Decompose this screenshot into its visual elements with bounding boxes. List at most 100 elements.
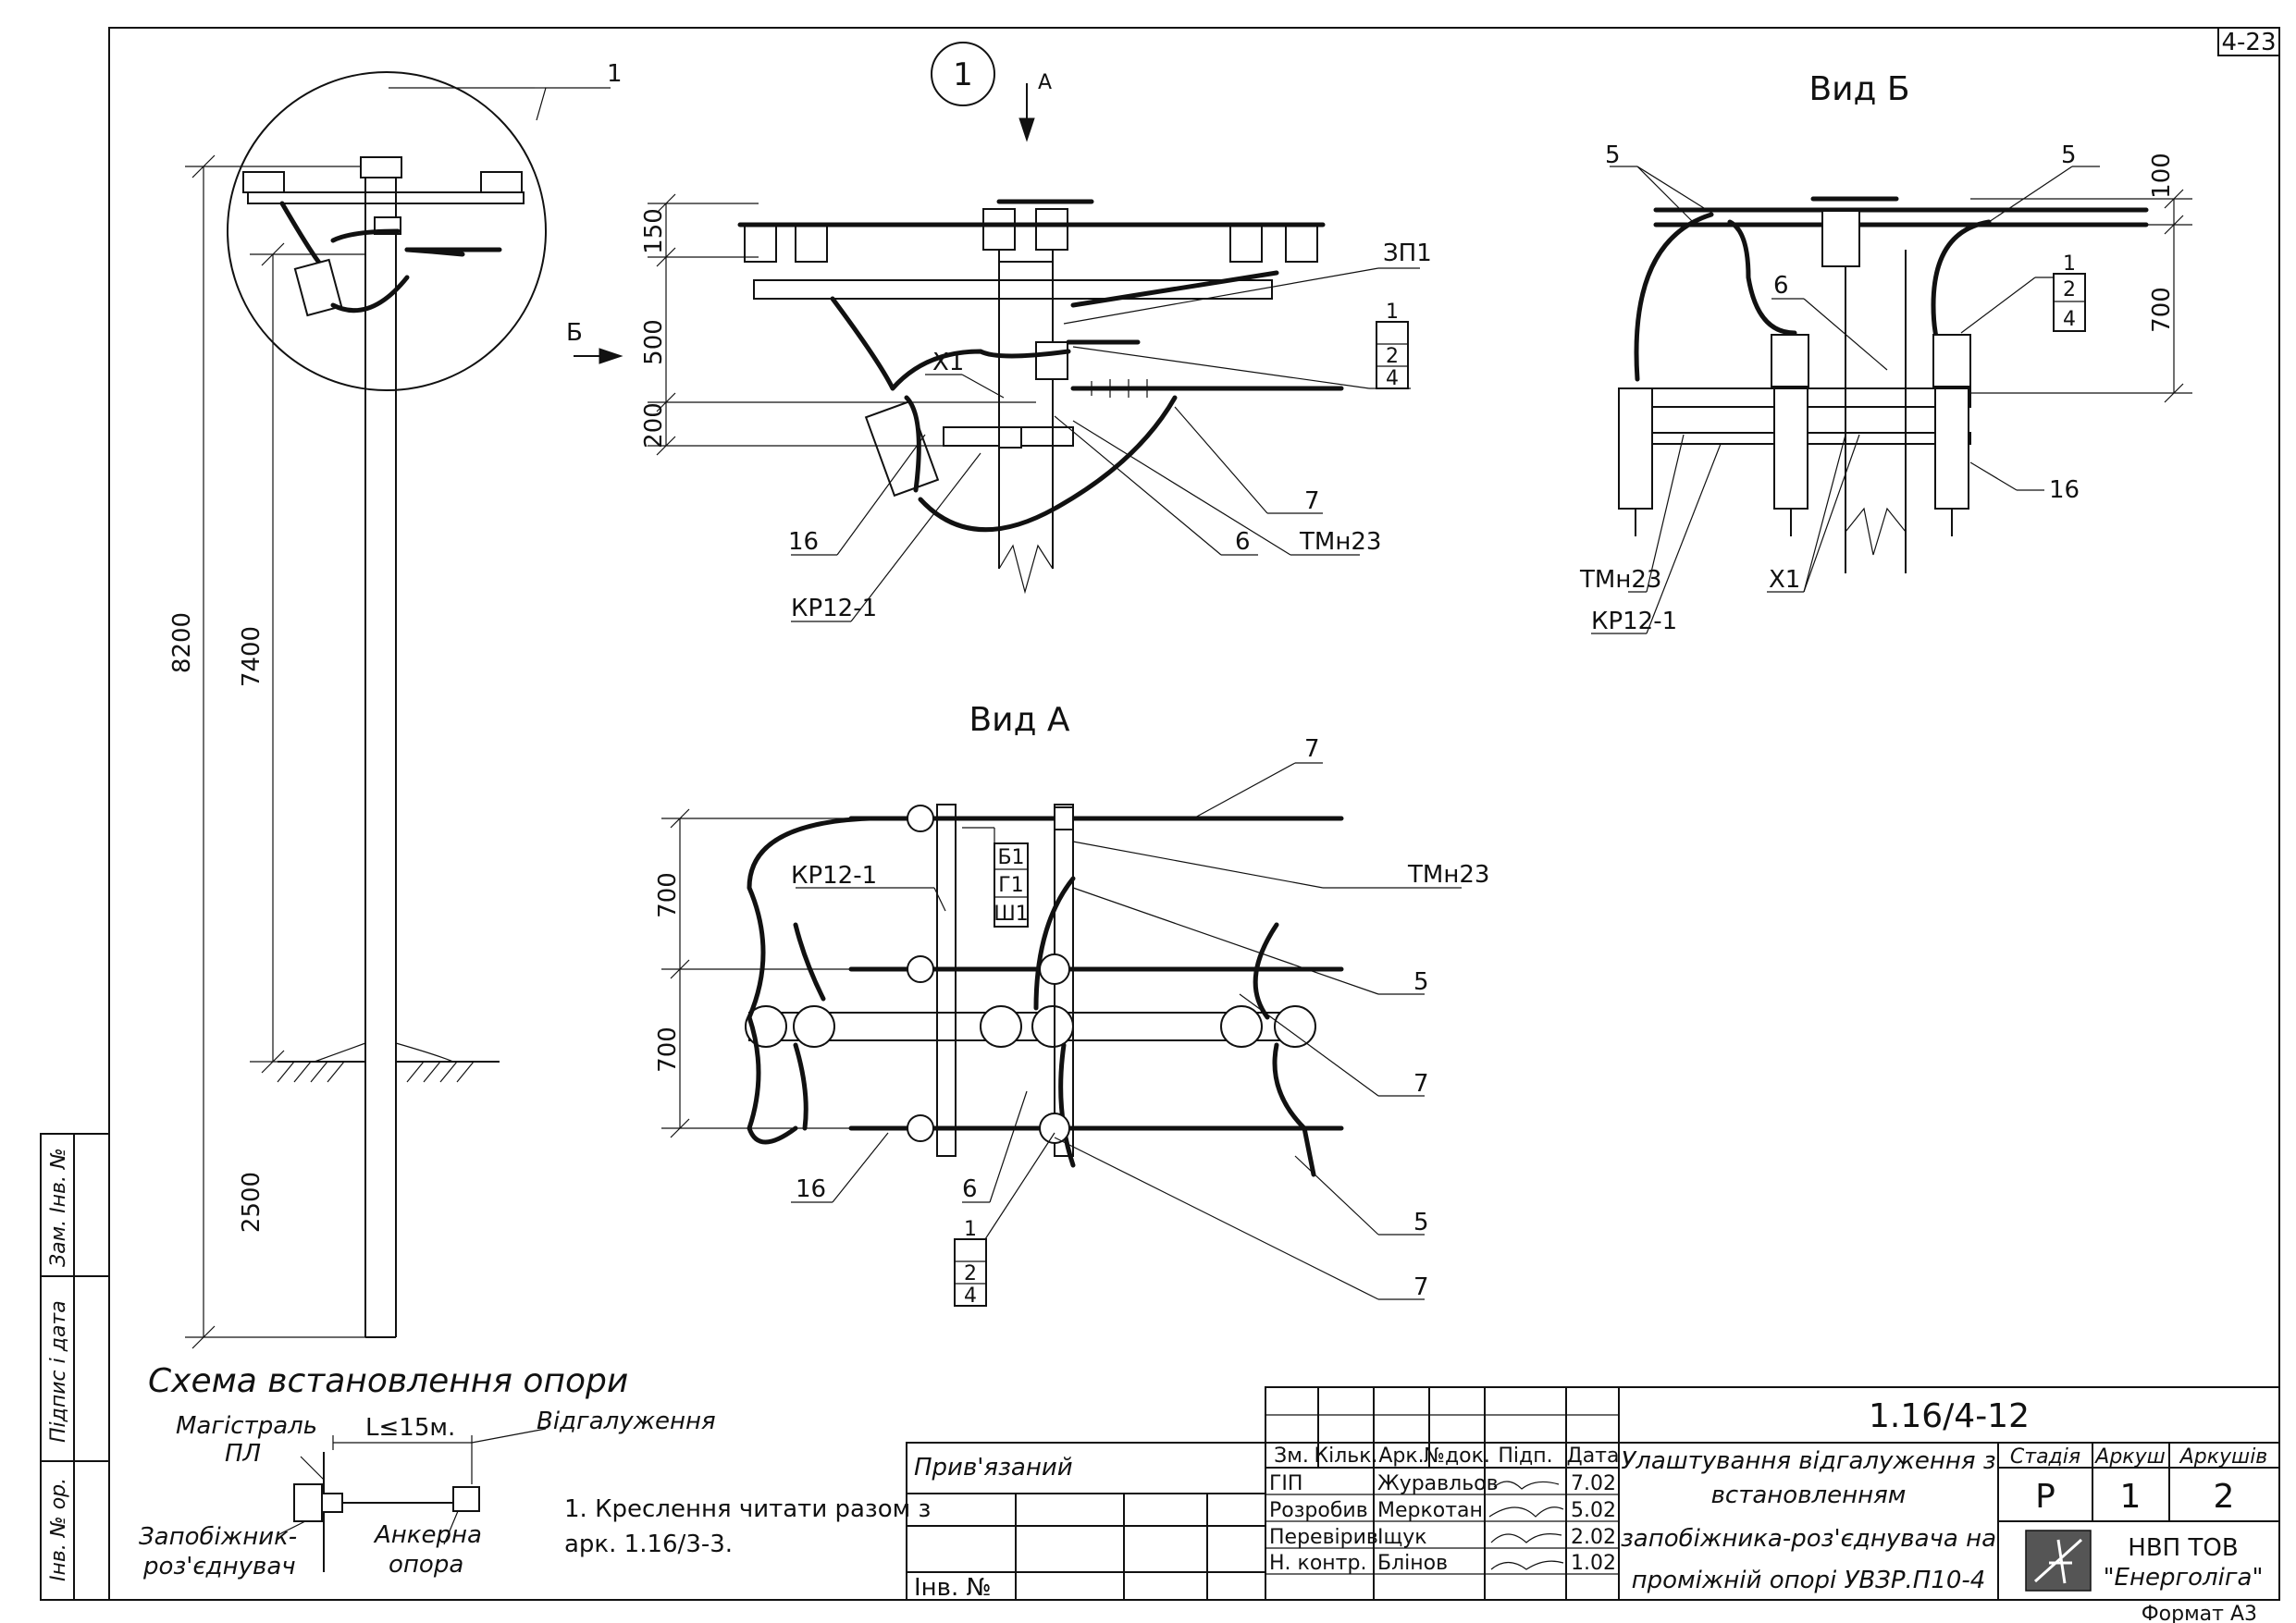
tb-title-4: проміжній опорі УВЗР.П10-4: [1632, 1567, 1986, 1594]
view-a-stack-g1: Г1: [998, 874, 1023, 897]
view-b-16: 16: [2049, 476, 2080, 504]
arrow-a-label: А: [1038, 71, 1052, 94]
pole-top-circle: [227, 71, 547, 391]
detail-circle-1: [931, 42, 995, 106]
fuse-disconnector: [864, 400, 940, 498]
tb-pryviazanyi: Прив'язаний: [914, 1454, 1073, 1482]
dim-8200: 8200: [168, 612, 196, 673]
dim-150: 150: [640, 208, 668, 254]
company-logo-icon: [2025, 1530, 2092, 1592]
tb-date-1: 5.02: [1571, 1499, 1616, 1522]
tb-org1: НВП ТОВ: [2128, 1534, 2238, 1562]
view-a-5a: 5: [1413, 968, 1429, 996]
view-a-stack2-4: 4: [964, 1285, 977, 1308]
view-a-7c: 7: [1413, 1273, 1429, 1301]
corner-code: 4-23: [2221, 29, 2276, 56]
label-kr12: КР12-1: [791, 595, 877, 622]
view-a-kr: КР12-1: [791, 862, 877, 890]
view-b-fuse-mid: [1773, 387, 1808, 510]
view-b-stack-4: 4: [2063, 308, 2076, 331]
arrow-b-label: Б: [566, 319, 583, 347]
tb-date-2: 2.02: [1571, 1526, 1616, 1549]
tb-name-2: Іщук: [1377, 1526, 1427, 1549]
view-b-title: Вид Б: [1808, 70, 1909, 108]
callout-1-pole: 1: [607, 60, 623, 88]
label-7: 7: [1304, 487, 1320, 515]
side-pidpys: Підпис і дата: [47, 1300, 70, 1443]
dim-100: 100: [2148, 153, 2176, 199]
tb-stage: Р: [2035, 1478, 2055, 1516]
tb-name-0: Журавльов: [1377, 1472, 1499, 1495]
view-a-clamps: [907, 805, 1074, 1144]
scheme-distance: L≤15м.: [365, 1414, 455, 1442]
stack-1: 1: [1386, 301, 1399, 324]
tb-sheet: 1: [2120, 1478, 2142, 1516]
view-a-stack-b1: Б1: [997, 846, 1024, 869]
tb-inv-no: Інв. №: [914, 1574, 992, 1602]
dim-700-a1: 700: [654, 872, 682, 918]
view-b-stack-1: 1: [2063, 252, 2076, 276]
main-detail: 1 А Б: [566, 42, 1432, 622]
tb-role-2: Перевірив: [1269, 1526, 1378, 1549]
view-b-x1: Х1: [1769, 566, 1800, 594]
side-stamp: Зам. Інв. № Підпис і дата Інв. № ор.: [40, 1133, 110, 1601]
tb-role-3: Н. контр.: [1269, 1552, 1366, 1575]
tb-name-1: Меркотан: [1377, 1499, 1483, 1522]
tb-col-zm: Зм.: [1274, 1445, 1309, 1468]
tb-col-data: Дата: [1567, 1445, 1620, 1468]
tb-sheets-label: Аркушів: [2179, 1445, 2268, 1469]
side-zam-inv: Зам. Інв. №: [47, 1148, 70, 1267]
scheme-fuse: Запобіжник-: [139, 1523, 297, 1551]
tb-col-dok: №док.: [1424, 1445, 1490, 1468]
tb-org2: "Енерголіга": [2104, 1564, 2264, 1592]
view-b-5b: 5: [2061, 141, 2077, 169]
scheme-anchor: Анкерна: [373, 1521, 482, 1549]
view-a-16: 16: [796, 1175, 826, 1203]
view-a-insulator-rings: [745, 1005, 1316, 1048]
tb-sheet-label: Аркуш: [2093, 1445, 2165, 1469]
note-line2: арк. 1.16/3-3.: [564, 1531, 733, 1558]
detail-circle-label: 1: [953, 56, 973, 93]
tb-col-pidp: Підп.: [1498, 1445, 1552, 1468]
label-6: 6: [1235, 528, 1251, 556]
view-b-5a: 5: [1605, 141, 1621, 169]
dim-700-a2: 700: [654, 1027, 682, 1073]
tb-stage-label: Стадія: [2010, 1445, 2080, 1469]
tb-title-2: встановленням: [1711, 1482, 1907, 1509]
view-a: Вид А: [654, 701, 1489, 1308]
label-x1: Х1: [932, 349, 964, 376]
tb-col-ark: Арк.: [1378, 1445, 1424, 1468]
tb-title-3: запобіжника-роз'єднувача на: [1621, 1525, 1996, 1553]
top-insulators: [242, 156, 523, 235]
view-a-stack2-2: 2: [964, 1262, 977, 1285]
signatures: [1488, 1481, 1564, 1570]
stack-2: 2: [1386, 345, 1399, 368]
view-b-tmn: ТМн23: [1579, 566, 1661, 594]
scheme-title: Схема встановлення опори: [148, 1362, 628, 1400]
scheme-main-line: Магістраль: [176, 1412, 317, 1440]
tb-col-kilk: Кільк.: [1314, 1445, 1377, 1468]
pole-elevation: 8200 7400 2500 1: [168, 60, 623, 1349]
scheme-fuse2: роз'єднувач: [142, 1553, 296, 1580]
notes: 1. Креслення читати разом з арк. 1.16/3-…: [564, 1495, 931, 1558]
scheme-anchor2: опора: [389, 1551, 463, 1579]
view-a-stack-sh1: Ш1: [994, 903, 1029, 926]
tb-name-3: Блінов: [1377, 1552, 1448, 1575]
view-a-5b: 5: [1413, 1209, 1429, 1236]
scheme-pl: ПЛ: [225, 1440, 261, 1468]
scheme-branch: Відгалуження: [537, 1408, 716, 1435]
view-a-7b: 7: [1413, 1070, 1429, 1098]
view-a-6: 6: [962, 1175, 978, 1203]
tb-date-0: 7.02: [1571, 1472, 1616, 1495]
stack-4: 4: [1386, 367, 1399, 390]
tb-code: 1.16/4-12: [1869, 1397, 2030, 1435]
view-b-fuse-left: [1618, 387, 1653, 510]
installation-scheme: Схема встановлення опори Магістраль ПЛ L…: [139, 1362, 716, 1580]
view-a-7a: 7: [1304, 735, 1320, 763]
view-b-6: 6: [1773, 272, 1789, 300]
label-16: 16: [788, 528, 819, 556]
dim-700-b: 700: [2148, 287, 2176, 333]
label-zp1: ЗП1: [1383, 240, 1432, 267]
tb-date-3: 1.02: [1571, 1552, 1616, 1575]
dim-500: 500: [640, 319, 668, 365]
